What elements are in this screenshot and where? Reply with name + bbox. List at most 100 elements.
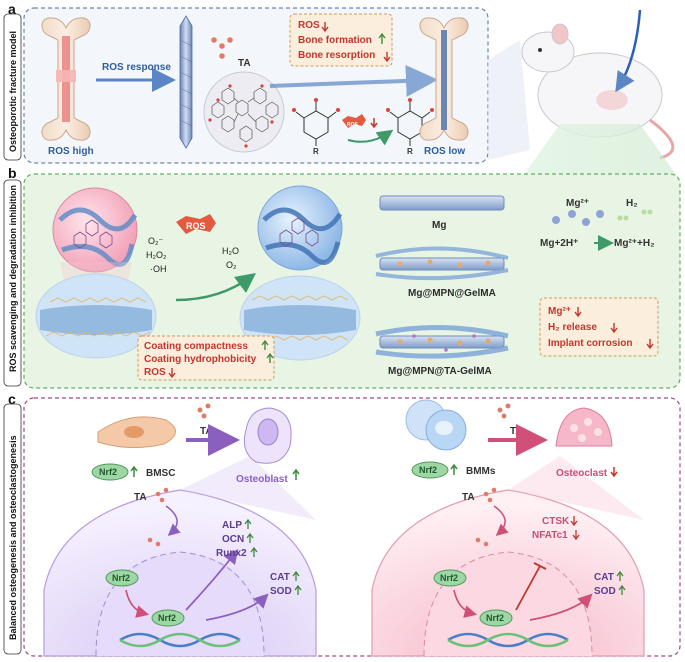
ta-label-right: TA [510, 426, 523, 437]
ta-label: TA [238, 58, 251, 69]
up-arrow-icon [378, 32, 386, 44]
ta-dots-inner-right [475, 487, 497, 547]
callout-b2-line2: H₂ release [548, 322, 597, 333]
osteoblast-cell-icon [243, 407, 292, 464]
mg-ions-icon [552, 210, 604, 226]
ros-oxidation-badge: ROS [342, 114, 366, 128]
ros-species-2: H₂O₂ [146, 250, 167, 260]
nrf2-translocation-arrow-right [453, 589, 478, 618]
ta-label-left: TA [200, 426, 213, 437]
antioxidant-enzymes-right: CAT SOD [594, 570, 626, 597]
nrf2-nuclear-left: Nrf2 [151, 609, 185, 627]
mg-label: Mg [432, 220, 446, 231]
panel-a-side-box [3, 13, 22, 161]
panel-a-callout: ROS Bone formation Bone resorption [289, 13, 393, 67]
nrf2-cyto-right-label: Nrf2 [440, 573, 458, 583]
ros-badge-b: ROS [176, 214, 216, 234]
enzyme-cat-right: CAT [594, 572, 614, 583]
osteogenic-genes: ALP OCN Runx2 [216, 518, 258, 559]
coating-after-zoom [239, 185, 361, 361]
reaction-left: Mg+2H⁺ [540, 238, 578, 249]
bmms-label: BMMs [466, 466, 496, 477]
quinone-oxygens-icon [386, 98, 434, 112]
h2-bubbles-icon [617, 209, 653, 221]
down-arrow-icon [321, 22, 329, 33]
nrf2-cyto-left-label: Nrf2 [112, 573, 130, 583]
panel-c-side-box [3, 403, 22, 655]
nrf2-cyto-left: Nrf2 [105, 569, 139, 587]
ta-entry-arrow-left [165, 505, 181, 536]
panel-letter-a: a [8, 1, 16, 17]
osteoclast-label: Osteoclast [556, 468, 608, 479]
down-arrow-icon [610, 323, 618, 334]
up-arrow-icon [618, 584, 626, 595]
panel-b-callout: Coating compactness Coating hydrophobici… [137, 335, 275, 381]
gene-nfatc1: NFATc1 [532, 530, 568, 541]
inhibition-bar-icon [533, 562, 547, 570]
nrf2-nuclear-right-label: Nrf2 [486, 613, 504, 623]
nrf2-badge-left: Nrf2 [91, 463, 129, 481]
panel-b-side-label: ROS scavenging and degradation inhibitio… [8, 185, 18, 372]
ros-species-3: ·OH [150, 264, 167, 274]
nrf2-nuclear-right: Nrf2 [479, 609, 513, 627]
up-arrow-icon [292, 468, 300, 480]
panel-b-side-box [3, 179, 22, 387]
bmsc-cell-icon [97, 416, 176, 449]
ros-high-label: ROS high [48, 146, 94, 157]
dna-left-icon [119, 632, 241, 648]
up-arrow-icon [244, 518, 252, 529]
panel-b-right-callout: Mg²⁺ H₂ release Implant corrosion [539, 297, 659, 357]
mg-mpn-ta-gelma-plate [375, 325, 509, 359]
reaction-right: Mg²⁺+H₂ [614, 238, 655, 249]
gene-alp: ALP [222, 520, 242, 531]
nrf2-label-right: Nrf2 [419, 465, 437, 475]
inhibition-line [515, 565, 541, 611]
mg-mpn-ta-gelma-label: Mg@MPN@TA-GelMA [388, 366, 492, 377]
product-2: O₂ [226, 260, 237, 270]
nrf2-badge-right: Nrf2 [411, 461, 449, 479]
panel-b: b ROS scavenging and degradation inhibit… [3, 165, 681, 389]
ta-dots-right [497, 403, 511, 419]
nrf2-cyto-right: Nrf2 [433, 569, 467, 587]
healing-arrow [269, 64, 438, 97]
down-arrow-icon [574, 307, 582, 318]
nrf2-translocation-arrow-left [125, 589, 150, 618]
up-arrow-icon [246, 532, 254, 543]
ta-entry-arrow-right [493, 505, 509, 536]
up-arrow-icon [266, 352, 274, 363]
ros-response-label: ROS response [102, 62, 171, 73]
zoom-cone [520, 124, 680, 180]
antioxidant-enzymes-left: CAT SOD [270, 570, 302, 597]
osteoclastic-genes: CTSK NFATc1 [532, 516, 580, 541]
nrf2-nuclear-left-label: Nrf2 [158, 613, 176, 623]
callout-a-line1: ROS [298, 20, 320, 31]
up-arrow-icon [250, 546, 258, 557]
ros-species: O₂⁻ H₂O₂ ·OH [146, 236, 167, 274]
up-arrow-icon [294, 584, 302, 595]
callout-b-line2: Coating hydrophobicity [144, 354, 257, 365]
bmsc-label: BMSC [146, 468, 175, 479]
ta-dots-inner-left [147, 487, 169, 547]
gene-ocn: OCN [222, 534, 244, 545]
product-1: H₂O [222, 246, 239, 256]
panel-a-side-label: Osteoporotic fracture model [8, 31, 18, 152]
bmms-cell-icon [405, 399, 467, 451]
panel-a: a Osteoporotic fracture model ROS high R… [3, 1, 680, 180]
pyrogallol-structure-icon [295, 102, 337, 146]
down-arrow-icon [610, 467, 618, 478]
callout-b-line3: ROS [144, 367, 166, 378]
tannic-acid-structure-icon [203, 71, 285, 153]
down-arrow-icon [646, 339, 654, 350]
ta-inner-left: TA [134, 492, 147, 503]
gene-ctsk: CTSK [542, 516, 570, 527]
panel-c: c Balanced osteogenesis and osteoclastog… [3, 391, 681, 657]
up-arrow-icon [130, 465, 138, 477]
down-arrow-icon [383, 52, 391, 63]
oxidation-arrow [347, 129, 394, 146]
callout-a-line3: Bone resorption [298, 50, 375, 61]
down-arrow-icon [572, 530, 580, 541]
bone-ros-low [419, 17, 469, 141]
ros-badge-b-text: ROS [186, 221, 206, 231]
callout-b-line1: Coating compactness [144, 341, 248, 352]
